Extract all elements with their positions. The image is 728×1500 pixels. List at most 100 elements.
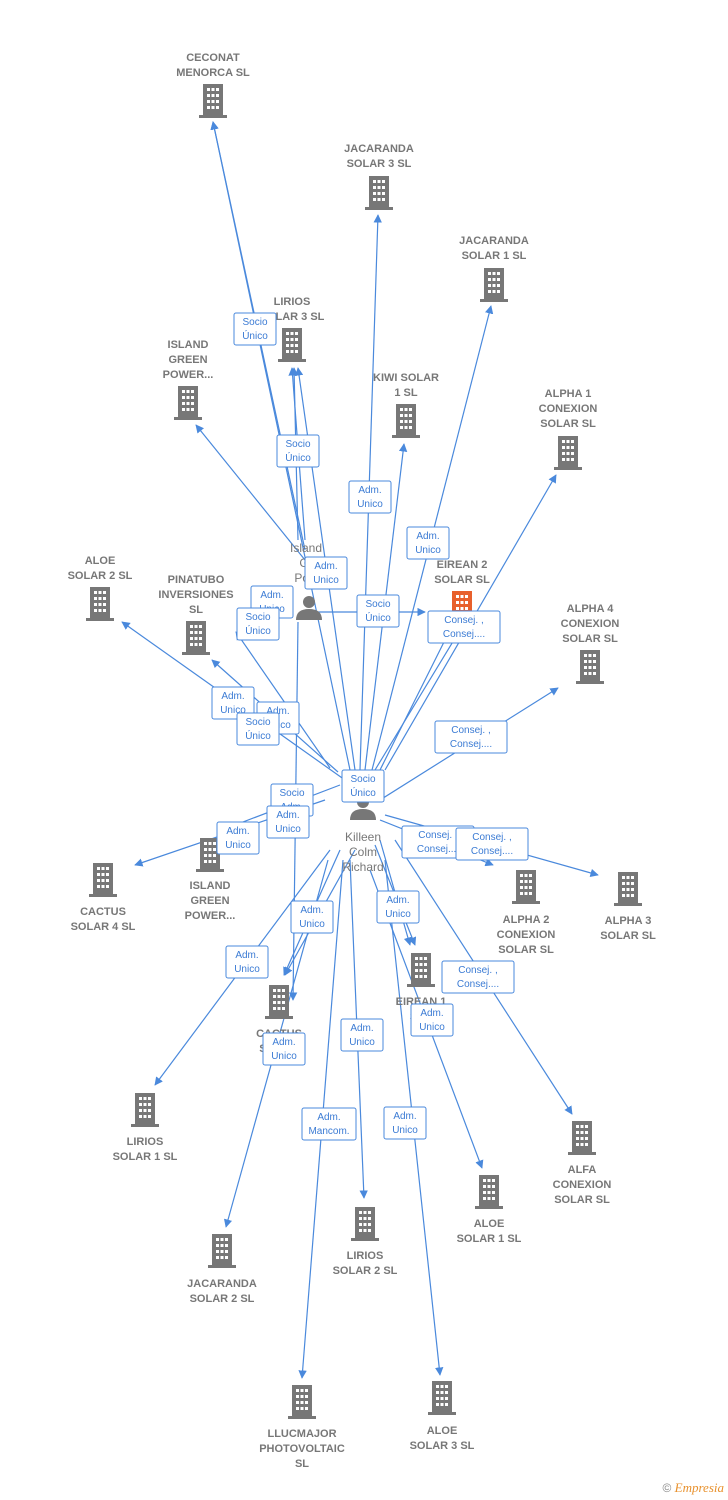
node-label-line: 1 SL xyxy=(394,387,418,399)
edge-role-label[interactable]: Consej. ,Consej.... xyxy=(434,720,508,754)
building-icon xyxy=(576,650,604,684)
company-node-island1[interactable]: ISLANDGREENPOWER... xyxy=(163,339,214,420)
edge-role-label[interactable]: Adm.Unico xyxy=(290,900,334,934)
edge-role-label[interactable]: Consej. ,Consej.... xyxy=(455,827,529,861)
edge-label-text: Consej.... xyxy=(443,629,485,640)
edge-role-label[interactable]: Adm.Unico xyxy=(376,890,420,924)
edge-label-text: Consej.... xyxy=(417,844,459,855)
edge-role-label[interactable]: Adm.Unico xyxy=(216,821,260,855)
edge-label-text: Único xyxy=(350,786,376,799)
edge-role-label[interactable]: Adm.Unico xyxy=(211,686,255,720)
copyright-icon: © xyxy=(662,1481,672,1495)
company-node-island2[interactable]: ISLANDGREENPOWER... xyxy=(185,838,236,922)
edge-label-box xyxy=(304,556,348,590)
edge-label-text: Consej. , xyxy=(451,725,490,736)
node-label-line: JACARANDA xyxy=(187,1278,257,1290)
building-icon xyxy=(265,985,293,1019)
building-icon xyxy=(278,328,306,362)
edge-label-box xyxy=(406,526,450,560)
company-node-kiwi[interactable]: KIWI SOLAR 1 SL xyxy=(373,372,439,438)
node-label-line: PHOTOVOLTAIC xyxy=(259,1443,345,1455)
edge-role-label[interactable]: Adm. Unico xyxy=(340,1018,384,1052)
edge-role-label[interactable]: Adm.Unico xyxy=(304,556,348,590)
edge-label-box xyxy=(216,821,260,855)
edge-role-label[interactable]: Adm.Unico xyxy=(406,526,450,560)
node-label-line: SOLAR SL xyxy=(554,1194,610,1206)
node-label-line: SOLAR 2 SL xyxy=(333,1265,398,1277)
footer-brand[interactable]: © Empresia xyxy=(662,1480,724,1496)
node-label-line: LIRIOS xyxy=(347,1250,384,1262)
node-label-line: ALPHA 4 xyxy=(567,603,615,615)
edge-role-label[interactable]: Adm.Unico xyxy=(348,480,392,514)
edge-label-text: Adm. xyxy=(386,895,409,906)
edge-label-box xyxy=(410,1003,454,1037)
edge-label-text: Socio xyxy=(350,774,375,785)
edge-role-label[interactable]: Consej. , Consej.... xyxy=(427,610,501,644)
edge-label-box xyxy=(211,686,255,720)
edge-label-text: Consej. , xyxy=(444,615,483,626)
node-label-line: ISLAND xyxy=(168,339,209,351)
edge-role-label[interactable]: Adm.Mancom. xyxy=(301,1107,357,1141)
edge-role-label[interactable]: Adm.Unico xyxy=(383,1106,427,1140)
node-label-line: CONEXION xyxy=(497,929,556,941)
edge-label-text: Unico xyxy=(415,545,441,556)
edge-label-text: Mancom. xyxy=(308,1126,349,1137)
edge-label-box xyxy=(383,1106,427,1140)
building-icon xyxy=(554,436,582,470)
edge-label-text: Unico xyxy=(349,1037,375,1048)
edge-labels-layer: SocioÚnicoSocioÚnicoAdm.UnicoAdm.UnicoAd… xyxy=(211,312,529,1141)
node-label-line: ALFA xyxy=(568,1164,597,1176)
edge-role-label[interactable]: Consej. ,Consej.... xyxy=(441,960,515,994)
edge-label-text: Único xyxy=(285,451,311,464)
edge-arrow xyxy=(379,629,451,771)
node-label-line: ALOE xyxy=(427,1425,458,1437)
node-label-line: SOLAR 2 SL xyxy=(190,1293,255,1305)
company-node-lirios2[interactable]: LIRIOS SOLAR 2 SL xyxy=(333,1207,398,1277)
node-label-line: ALPHA 2 xyxy=(503,914,550,926)
edge-label-text: Socio xyxy=(245,612,270,623)
edge-label-text: Unico xyxy=(275,824,301,835)
edge-label-text: Adm. xyxy=(350,1023,373,1034)
edge-role-label[interactable]: Adm.Unico xyxy=(262,1032,306,1066)
company-node-jac2[interactable]: JACARANDA SOLAR 2 SL xyxy=(187,1234,257,1305)
edge-label-text: Socio xyxy=(365,599,390,610)
node-label-line: PINATUBO xyxy=(168,574,225,586)
edge-role-label[interactable]: Adm.Unico xyxy=(225,945,269,979)
edge-label-box xyxy=(236,712,280,746)
edge-label-text: Adm. xyxy=(221,691,244,702)
node-label-line: KIWI SOLAR xyxy=(373,372,439,384)
node-label-line: SOLAR 1 SL xyxy=(457,1233,522,1245)
edge-role-label[interactable]: Adm.Unico xyxy=(266,805,310,839)
edge-role-label[interactable]: Adm.Unico xyxy=(410,1003,454,1037)
building-icon xyxy=(392,404,420,438)
node-label-line: SOLAR 3 SL xyxy=(347,158,412,170)
building-icon xyxy=(288,1385,316,1419)
node-label-line: SOLAR SL xyxy=(600,930,656,942)
node-label-line: SL xyxy=(189,604,203,616)
node-label-line: POWER... xyxy=(163,369,214,381)
